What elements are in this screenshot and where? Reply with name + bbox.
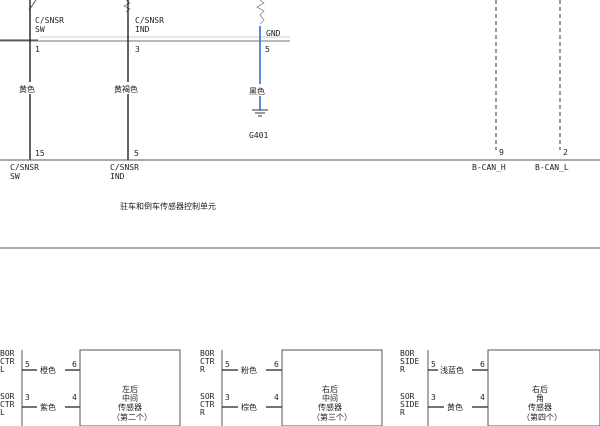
module-pin-2: 2	[563, 148, 568, 157]
svg-text:L: L	[0, 408, 5, 417]
pin-5: 5	[265, 45, 270, 54]
svg-text:L: L	[0, 365, 5, 374]
svg-text:粉色: 粉色	[241, 365, 257, 375]
svg-text:R: R	[200, 408, 205, 417]
svg-text:中间: 中间	[322, 393, 338, 403]
svg-text:右后: 右后	[532, 384, 548, 394]
svg-text:左后: 左后	[122, 384, 138, 394]
svg-text:3: 3	[431, 393, 436, 402]
svg-text:4: 4	[480, 393, 485, 402]
sensor-group-1: BOR CTR L SOR CTR L 5 3 橙色 紫色 6 4 左后 中间 …	[0, 349, 181, 426]
svg-text:6: 6	[274, 360, 279, 369]
svg-text:角: 角	[536, 393, 544, 403]
svg-text:中间: 中间	[122, 393, 138, 403]
svg-text:黄色: 黄色	[447, 402, 463, 412]
module-pin-9: 9	[499, 148, 504, 157]
svg-text:SOR: SOR	[400, 392, 415, 401]
wire-color-yellow: 黄色	[19, 84, 35, 94]
svg-text:CTR: CTR	[0, 357, 15, 366]
module-pin-5: 5	[134, 149, 139, 158]
connector-label-ind-1: C/SNSR	[135, 16, 164, 25]
module-label-can-h: B-CAN_H	[472, 163, 506, 172]
svg-text:SOR: SOR	[0, 392, 15, 401]
sensor-group-3: BOR SIDE R SOR SIDE R 5 3 浅蓝色 黄色 6 4 右后 …	[400, 349, 600, 426]
svg-text:SIDE: SIDE	[400, 357, 419, 366]
connector-label-ind-2: IND	[135, 25, 150, 34]
svg-text:棕色: 棕色	[241, 402, 257, 412]
svg-text:BOR: BOR	[0, 349, 15, 358]
connector-label-gnd: GND	[266, 29, 281, 38]
module-label-ind-1: C/SNSR	[110, 163, 139, 172]
sensor-group-2: BOR CTR R SOR CTR R 5 3 粉色 棕色 6 4 右后 中间 …	[200, 349, 383, 426]
ground-label: G401	[249, 131, 268, 140]
svg-text:R: R	[200, 365, 205, 374]
module-label-sw-2: SW	[10, 172, 20, 181]
pin-3: 3	[135, 45, 140, 54]
svg-text:CTR: CTR	[200, 400, 215, 409]
svg-text:SOR: SOR	[200, 392, 215, 401]
svg-text:橙色: 橙色	[40, 365, 56, 375]
svg-text:（第二个）: （第二个）	[112, 412, 152, 422]
module-pin-15: 15	[35, 149, 45, 158]
svg-text:R: R	[400, 408, 405, 417]
svg-text:CTR: CTR	[200, 357, 215, 366]
svg-text:R: R	[400, 365, 405, 374]
svg-text:5: 5	[431, 360, 436, 369]
wire-color-yellow-brown: 黄褐色	[114, 84, 138, 94]
svg-text:5: 5	[25, 360, 30, 369]
svg-text:3: 3	[25, 393, 30, 402]
svg-text:浅蓝色: 浅蓝色	[440, 365, 464, 375]
connector-label-sw-1: C/SNSR	[35, 16, 64, 25]
connector-label-sw-2: SW	[35, 25, 45, 34]
svg-text:紫色: 紫色	[40, 402, 56, 412]
module-label-ind-2: IND	[110, 172, 125, 181]
svg-text:4: 4	[72, 393, 77, 402]
svg-text:SIDE: SIDE	[400, 400, 419, 409]
svg-text:5: 5	[225, 360, 230, 369]
resistor-symbol	[123, 0, 131, 13]
resistor-symbol	[256, 0, 265, 25]
ground-icon	[252, 109, 268, 117]
pin-1: 1	[35, 45, 40, 54]
svg-text:BOR: BOR	[200, 349, 215, 358]
wire-color-black: 黑色	[249, 86, 265, 96]
svg-text:6: 6	[480, 360, 485, 369]
svg-text:3: 3	[225, 393, 230, 402]
svg-text:（第四个）: （第四个）	[522, 412, 562, 422]
module-title: 驻车和倒车传感器控制单元	[120, 201, 216, 211]
svg-text:传感器: 传感器	[118, 402, 142, 412]
svg-text:6: 6	[72, 360, 77, 369]
svg-text:CTR: CTR	[0, 400, 15, 409]
svg-text:4: 4	[274, 393, 279, 402]
svg-text:传感器: 传感器	[318, 402, 342, 412]
module-label-can-l: B-CAN_L	[535, 163, 569, 172]
svg-text:BOR: BOR	[400, 349, 415, 358]
svg-text:传感器: 传感器	[528, 402, 552, 412]
module-label-sw-1: C/SNSR	[10, 163, 39, 172]
svg-text:右后: 右后	[322, 384, 338, 394]
svg-text:（第三个）: （第三个）	[312, 412, 352, 422]
